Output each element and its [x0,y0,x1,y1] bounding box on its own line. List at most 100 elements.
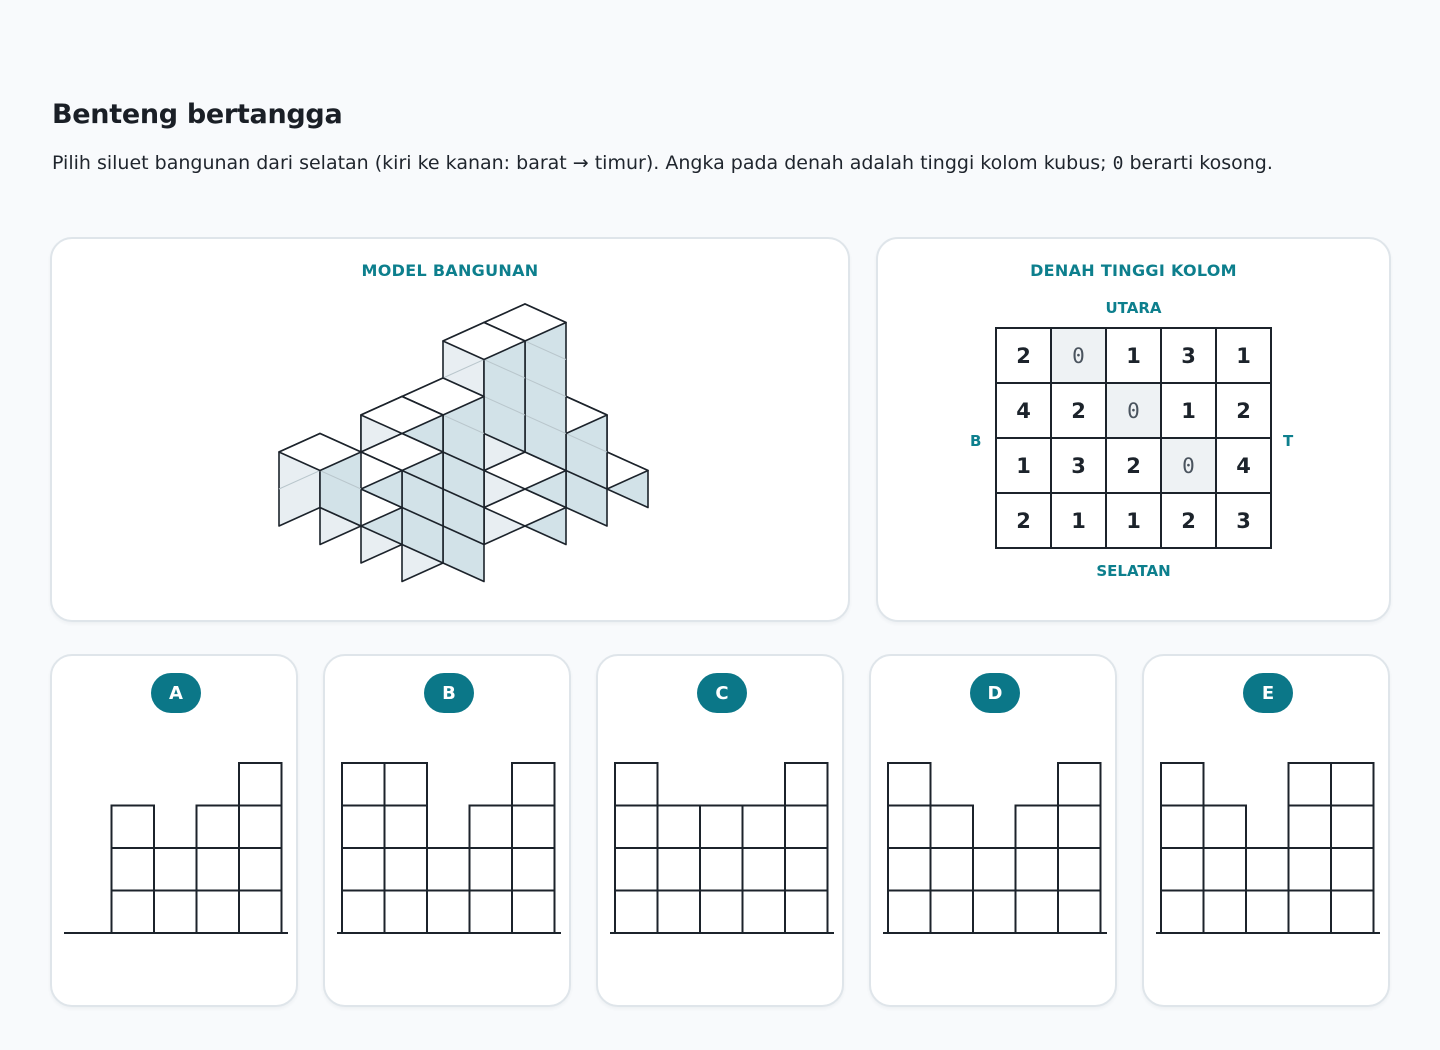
silhouette-cell [972,889,1017,934]
silhouette-cell [656,847,701,892]
plan-cell: 0 [1107,384,1162,439]
page-title: Benteng bertangga [52,99,343,130]
silhouette-cell [1330,762,1375,807]
silhouette-cell [1160,847,1205,892]
plan-cell: 3 [1217,494,1272,549]
silhouette-cell [383,762,428,807]
silhouette-cell [614,847,659,892]
silhouette-cell [468,804,513,849]
plan-cell: 1 [1107,329,1162,384]
plan-cell: 1 [997,439,1052,494]
silhouette-cell [195,804,240,849]
silhouette-cell [1202,804,1247,849]
plan-cell: 4 [1217,439,1272,494]
silhouette-cell [110,889,155,934]
option-c-badge: C [697,673,747,713]
silhouette-cell [1287,847,1332,892]
silhouette-cell [1014,847,1059,892]
silhouette-cell [1057,847,1102,892]
silhouette-cell [929,889,974,934]
silhouette-cell [887,804,932,849]
silhouette-cell [1057,889,1102,934]
silhouette-cell [1160,804,1205,849]
silhouette-cell [1287,762,1332,807]
north-label: UTARA [1105,299,1162,317]
model-card: MODEL BANGUNAN [50,237,850,622]
silhouette-cell [110,847,155,892]
option-d-badge: D [970,673,1020,713]
silhouette-cell [1330,847,1375,892]
silhouette-cell [887,762,932,807]
silhouette-cell [656,804,701,849]
option-b[interactable]: B [323,654,571,1007]
silhouette-cell [699,889,744,934]
silhouette-cell [784,847,829,892]
silhouette-cell [887,847,932,892]
silhouette-cell [784,804,829,849]
option-d-silhouette [883,762,1107,934]
plan-cell: 1 [1162,384,1217,439]
instructions-zero-code: 0 [1112,153,1124,174]
option-a-silhouette [64,762,288,934]
silhouette-cell [238,847,283,892]
silhouette-cell [1245,847,1290,892]
plan-cell: 3 [1052,439,1107,494]
silhouette-cell [972,847,1017,892]
silhouette-cell [511,762,556,807]
isometric-model [278,303,649,583]
plan-cell: 2 [1107,439,1162,494]
silhouette-cell [426,847,471,892]
silhouette-cell [1057,762,1102,807]
instructions: Pilih siluet bangunan dari selatan (kiri… [52,152,1273,174]
west-label: B [970,432,982,450]
silhouette-cell [1160,889,1205,934]
option-c[interactable]: C [596,654,844,1007]
silhouette-cell [153,847,198,892]
silhouette-cell [1202,847,1247,892]
silhouette-cell [1287,889,1332,934]
silhouette-cell [1057,804,1102,849]
silhouette-cell [511,804,556,849]
east-label: T [1283,432,1294,450]
silhouette-cell [741,804,786,849]
plan-cell: 4 [997,384,1052,439]
silhouette-cell [468,847,513,892]
plan-cell: 1 [1052,494,1107,549]
option-e-badge: E [1243,673,1293,713]
option-d[interactable]: D [869,654,1117,1007]
silhouette-cell [699,804,744,849]
silhouette-cell [784,762,829,807]
silhouette-cell [741,847,786,892]
plan-cell: 2 [1162,494,1217,549]
plan-cell: 2 [1052,384,1107,439]
silhouette-cell [656,889,701,934]
silhouette-cell [1330,889,1375,934]
silhouette-cell [468,889,513,934]
silhouette-cell [341,762,386,807]
plan-cell: 1 [1217,329,1272,384]
silhouette-cell [341,804,386,849]
silhouette-cell [887,889,932,934]
instructions-text-end: berarti kosong. [1123,152,1273,174]
silhouette-cell [1245,889,1290,934]
silhouette-cell [1160,762,1205,807]
option-a[interactable]: A [50,654,298,1007]
silhouette-cell [511,889,556,934]
option-e[interactable]: E [1142,654,1390,1007]
plan-cell: 2 [997,329,1052,384]
model-title: MODEL BANGUNAN [361,261,539,280]
silhouette-cell [1330,804,1375,849]
plan-cell: 2 [997,494,1052,549]
silhouette-cell [383,804,428,849]
plan-cell: 0 [1162,439,1217,494]
south-label: SELATAN [1096,562,1171,580]
silhouette-cell [929,804,974,849]
silhouette-cell [341,889,386,934]
silhouette-cell [195,847,240,892]
option-b-badge: B [424,673,474,713]
model-column [278,432,362,527]
silhouette-cell [699,847,744,892]
option-c-silhouette [610,762,834,934]
silhouette-cell [614,762,659,807]
